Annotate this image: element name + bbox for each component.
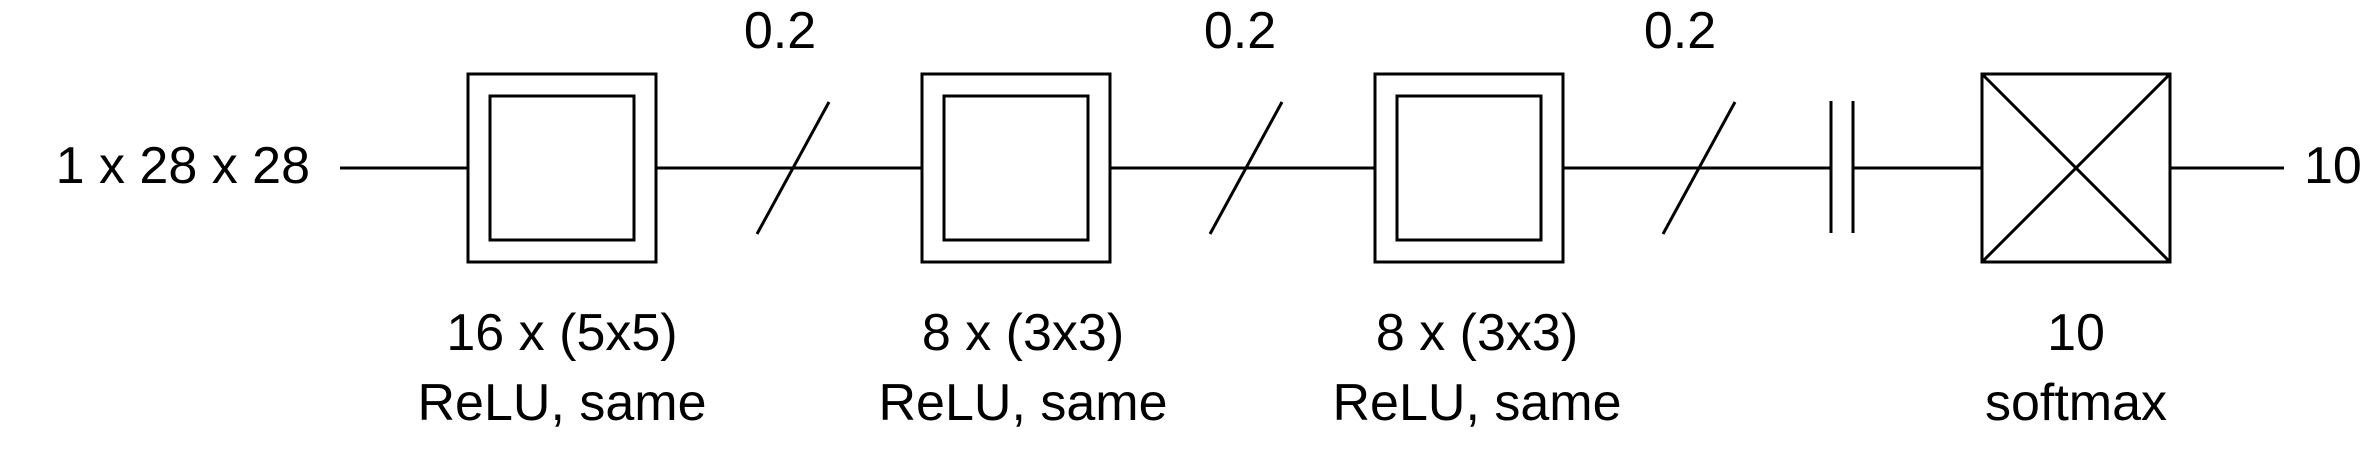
dense-block-units-label: 10 (2047, 304, 2105, 362)
conv-block-1-inner (488, 94, 636, 242)
dense-block-activation-label: softmax (1985, 374, 2167, 432)
conv-block-3-activation-label: ReLU, same (1333, 374, 1622, 432)
conv-block-1 (466, 72, 658, 264)
flatten-marker (1829, 101, 1855, 233)
input-shape-label: 1 x 28 x 28 (56, 137, 310, 195)
conv-block-3-outer (1373, 72, 1565, 264)
conv-block-1-outer (466, 72, 658, 264)
conv-block-2-activation-label: ReLU, same (879, 374, 1168, 432)
conv-block-3-filters-label: 8 x (3x3) (1376, 304, 1578, 362)
conv-block-1-filters-label: 16 x (5x5) (446, 304, 677, 362)
conv-block-3 (1373, 72, 1565, 264)
dropout-2-slash (1208, 101, 1284, 235)
dropout-1-slash (755, 101, 831, 235)
dropout-2-rate-label: 0.2 (1204, 2, 1276, 60)
conv-block-1-activation-label: ReLU, same (418, 374, 707, 432)
dropout-3-rate-label: 0.2 (1644, 2, 1716, 60)
output-shape-label: 10 (2304, 137, 2362, 195)
conv-block-2 (920, 72, 1112, 264)
conv-block-2-outer (920, 72, 1112, 264)
conv-block-3-inner (1395, 94, 1543, 242)
dropout-3-slash (1661, 101, 1737, 235)
dense-block-frame (1980, 72, 2172, 264)
dropout-1-rate-label: 0.2 (744, 2, 816, 60)
conv-block-2-inner (942, 94, 1090, 242)
dense-block (1980, 72, 2172, 264)
dense-block-diagonal-2 (1980, 72, 2172, 264)
conv-block-2-filters-label: 8 x (3x3) (922, 304, 1124, 362)
